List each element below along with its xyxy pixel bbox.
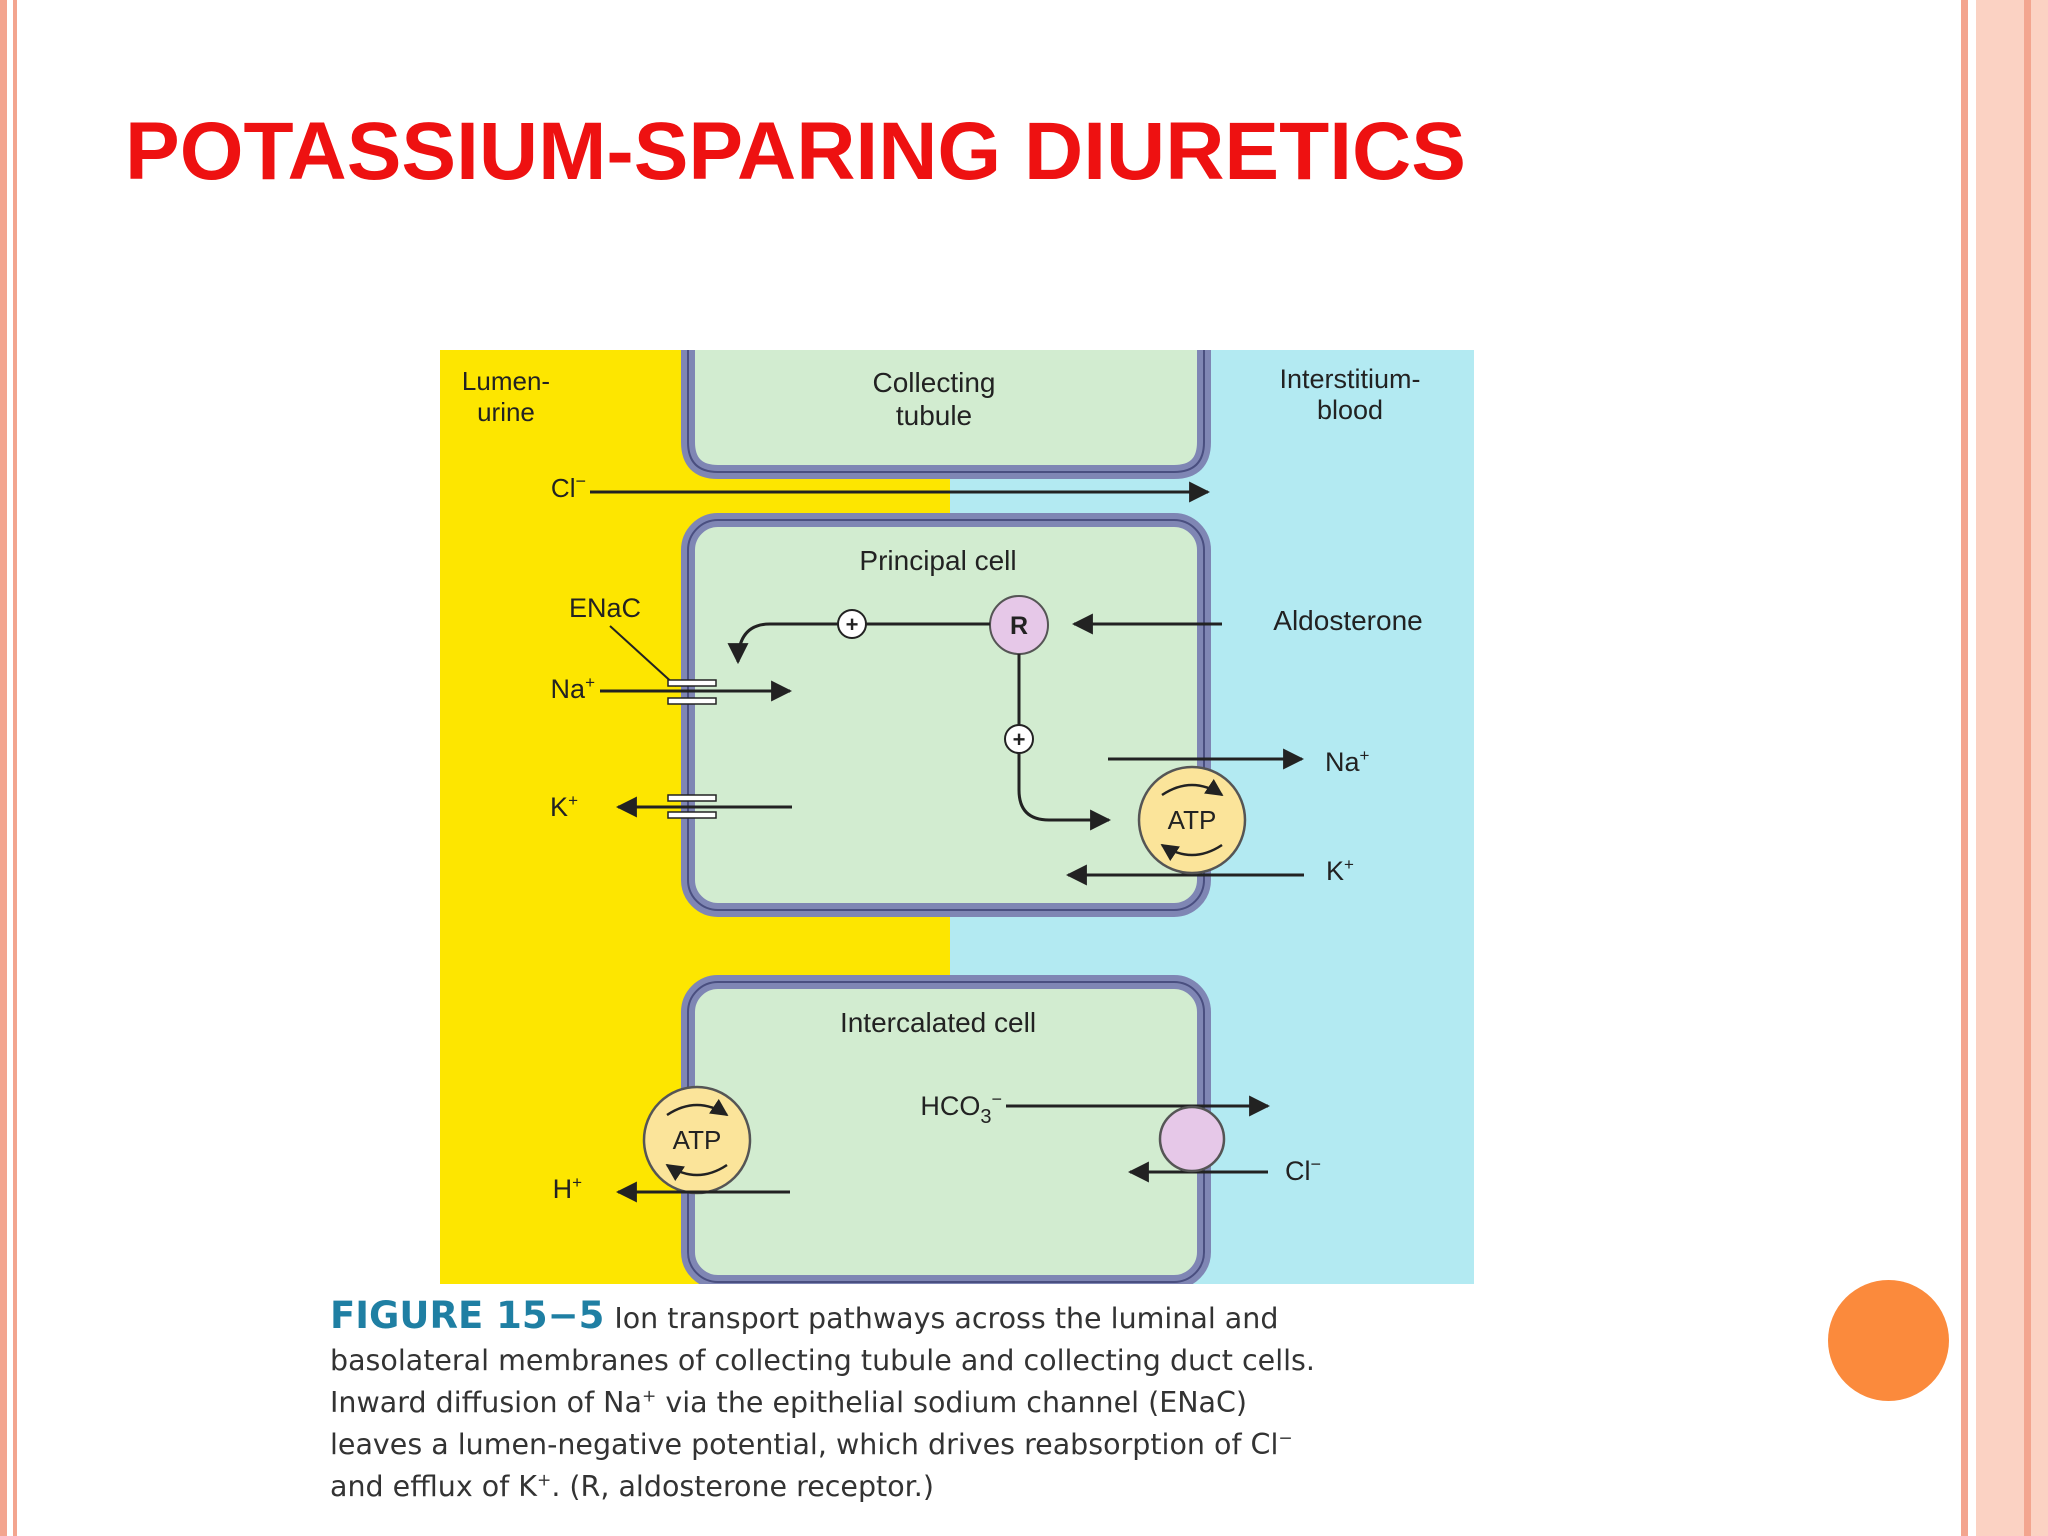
caption-line-5: and efflux of K+. (R, aldosterone recept… <box>330 1470 934 1503</box>
plus-symbol-lower <box>1004 724 1034 754</box>
decorative-orange-circle <box>1828 1280 1949 1401</box>
slide-border-right-inner <box>1961 0 1968 1536</box>
receptor-to-atpase-arrow <box>1017 654 1112 831</box>
caption-line-4: leaves a lumen-negative potential, which… <box>330 1428 1293 1461</box>
intercalated-cell-label: Intercalated cell <box>840 1007 1036 1038</box>
enac-label: ENaC <box>569 593 641 623</box>
slide-border-right-outer <box>2024 0 2031 1536</box>
receptor-to-enac-arrow <box>727 622 990 665</box>
slide-border-left-inner <box>13 0 17 1536</box>
k-channel <box>667 794 717 819</box>
k-label-lumen: K+ <box>550 791 578 822</box>
svg-text:+: + <box>846 612 859 637</box>
na-label-lumen: Na+ <box>551 673 596 704</box>
caption-line-3: Inward diffusion of Na+ via the epitheli… <box>330 1386 1248 1419</box>
caption-line-2: basolateral membranes of collecting tubu… <box>330 1344 1315 1377</box>
slide-border-right-band <box>1976 0 2048 1536</box>
slide-title: POTASSIUM-SPARING DIURETICS <box>125 106 1466 197</box>
enac-pointer <box>609 625 677 687</box>
svg-text:+: + <box>1013 727 1026 752</box>
enac-channel <box>667 679 717 705</box>
atp-label-principal: ATP <box>1168 805 1217 835</box>
atp-label-intercalated: ATP <box>673 1125 722 1155</box>
na-label-blood: Na+ <box>1325 746 1370 777</box>
receptor-label: R <box>1010 612 1028 640</box>
lumen-label-line2: urine <box>477 397 535 427</box>
hco3-cl-exchanger <box>1158 1105 1226 1173</box>
plus-symbol-upper <box>837 609 867 639</box>
k-label-blood: K+ <box>1326 855 1354 886</box>
tubule-label-line1: Collecting <box>873 367 996 398</box>
aldosterone-label: Aldosterone <box>1273 605 1422 636</box>
lumen-label-line1: Lumen- <box>462 366 550 396</box>
tubule-label-line2: tubule <box>896 400 972 431</box>
slide-border-left-outer <box>0 0 7 1536</box>
interstitium-label-line2: blood <box>1317 395 1383 425</box>
principal-cell <box>681 513 1211 917</box>
hco3-label: HCO3− <box>920 1089 1002 1128</box>
ion-transport-diagram: Lumen- urine Collecting tubule Interstit… <box>440 350 1474 1284</box>
figure-label: FIGURE 15−5 <box>330 1294 605 1337</box>
principal-cell-label: Principal cell <box>859 545 1016 576</box>
interstitium-label-line1: Interstitium- <box>1279 364 1420 394</box>
h-label: H+ <box>553 1173 583 1204</box>
cl-label-top: Cl− <box>551 471 586 503</box>
cl-label-blood: Cl− <box>1285 1154 1321 1186</box>
